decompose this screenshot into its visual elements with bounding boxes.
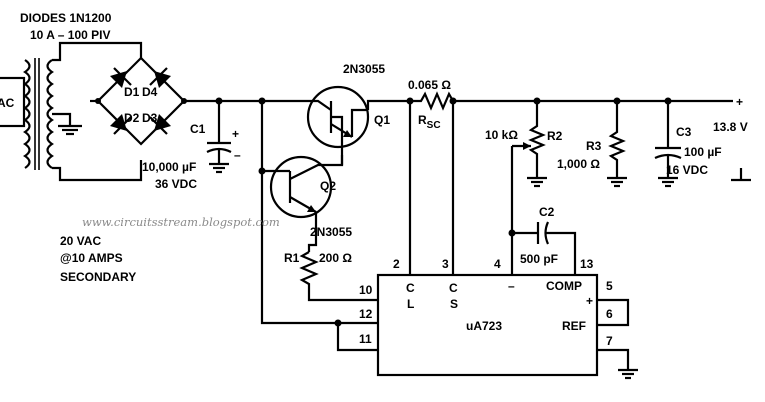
c2-value: 500 pF: [520, 252, 558, 266]
ground-icon: [731, 168, 751, 182]
c1-value: 10,000 µF: [142, 160, 196, 174]
transistor-q1: 2N3055 Q1: [306, 62, 390, 155]
resistor-rsc: 0.065 Ω RSC: [406, 78, 620, 131]
primary-winding: [23, 59, 31, 169]
pin7-ground-wire: [597, 348, 630, 370]
ground-icon: [618, 368, 638, 380]
secondary-label: SECONDARY: [60, 270, 136, 284]
diode-d2-icon: [110, 114, 132, 135]
diodes-rating: 10 A – 100 PIV: [30, 28, 111, 42]
bridge-outline: [96, 56, 186, 146]
secondary-top-wire: [52, 41, 143, 62]
q1-output-wire: [366, 99, 410, 110]
pin-12-number: 12: [359, 307, 373, 321]
rsc-name-sub: SC: [427, 120, 441, 131]
c2-name: C2: [539, 205, 555, 219]
pin-6-number: 6: [606, 307, 613, 321]
ground-icon: [527, 176, 547, 188]
c1-plus: +: [232, 127, 239, 141]
ac-label: AC: [0, 96, 15, 110]
ic-label-c: C: [449, 281, 458, 295]
transistor-q2: Q2 2N3055: [258, 101, 352, 252]
resistor-r3: R3 1,000 Ω: [557, 97, 627, 188]
d4-label: D4: [142, 85, 158, 99]
c1-name: C1: [190, 122, 206, 136]
c3-name: C3: [676, 125, 692, 139]
ground-icon: [607, 176, 627, 188]
pin-13-number: 13: [580, 257, 594, 271]
ic-label-comp: COMP: [546, 279, 582, 293]
d2-label: D2: [124, 111, 140, 125]
wiper-arrow-icon: [523, 142, 531, 150]
diode-d3-icon: [149, 114, 171, 135]
pin-7-number: 7: [606, 334, 613, 348]
potentiometer-r2: 10 kΩ R2: [485, 97, 563, 233]
emitter-arrow-icon: [343, 130, 352, 137]
ic-name: uA723: [466, 319, 502, 333]
diode-d1-icon: [110, 67, 132, 88]
pin11-wire: [336, 323, 378, 352]
capacitor-c3: C3 100 µF 16 VDC: [620, 97, 733, 188]
output-voltage: 13.8 V: [713, 120, 748, 134]
ic-label-l: L: [407, 297, 414, 311]
rsc-name-main: R: [418, 113, 427, 127]
ic-label-plus: +: [586, 294, 593, 308]
q2-name: Q2: [320, 179, 336, 193]
pin-3-number: 3: [442, 257, 449, 271]
emitter-arrow-icon: [307, 205, 316, 212]
pin-5-number: 5: [606, 279, 613, 293]
center-tap-wire: [52, 112, 72, 126]
pin-10-number: 10: [359, 283, 373, 297]
ground-icon: [58, 124, 82, 136]
rsc-value: 0.065 Ω: [408, 78, 451, 92]
secondary-bottom-wire: [52, 160, 143, 182]
r1-name: R1: [284, 251, 300, 265]
ac-source-box: [0, 76, 26, 128]
secondary-winding: [46, 59, 54, 169]
secondary-voltage: 20 VAC: [60, 234, 101, 248]
r3-name: R3: [586, 139, 602, 153]
transformer: AC: [0, 41, 143, 182]
c1-minus: –: [234, 148, 241, 162]
diodes-title: DIODES 1N1200: [20, 11, 112, 25]
ic-label-c: C: [406, 281, 415, 295]
d1-label: D1: [124, 85, 140, 99]
c1-rating: 36 VDC: [155, 177, 197, 191]
diode-d4-icon: [149, 67, 171, 88]
ic-label-ref: REF: [562, 319, 586, 333]
ground-icon: [658, 176, 678, 188]
r2-name: R2: [547, 129, 563, 143]
q1-name: Q1: [374, 113, 390, 127]
ic-label-s: S: [450, 297, 458, 311]
c3-value: 100 µF: [684, 145, 722, 159]
r3-value: 1,000 Ω: [557, 157, 600, 171]
capacitor-c1: + – C1 10,000 µF 36 VDC: [142, 101, 241, 191]
ground-icon: [209, 162, 229, 174]
bridge-rectifier: D1 D4 D2 D3: [90, 56, 187, 146]
secondary-current: @10 AMPS: [60, 251, 123, 265]
ic-label-minus: –: [508, 279, 515, 293]
d3-label: D3: [142, 111, 158, 125]
watermark: www.circuitsstream.blogspot.com: [82, 215, 280, 229]
capacitor-c2: C2 500 pF: [508, 205, 577, 275]
resistor-r1: R1 200 Ω: [284, 251, 378, 302]
r1-value: 200 Ω: [319, 251, 352, 265]
ref-strap-wire: [597, 298, 630, 327]
rsc-name: RSC: [418, 113, 441, 131]
pin-2-number: 2: [393, 257, 400, 271]
q1-part: 2N3055: [343, 62, 385, 76]
ic-ua723: uA723 2 3 4 13 C L C S – COMP + REF 10 1…: [359, 257, 638, 380]
pin-4-number: 4: [494, 257, 501, 271]
r2-value: 10 kΩ: [485, 128, 518, 142]
c3-rating: 16 VDC: [666, 163, 708, 177]
q2-part: 2N3055: [310, 225, 352, 239]
output-plus: +: [736, 95, 743, 109]
pin-11-number: 11: [359, 332, 372, 346]
